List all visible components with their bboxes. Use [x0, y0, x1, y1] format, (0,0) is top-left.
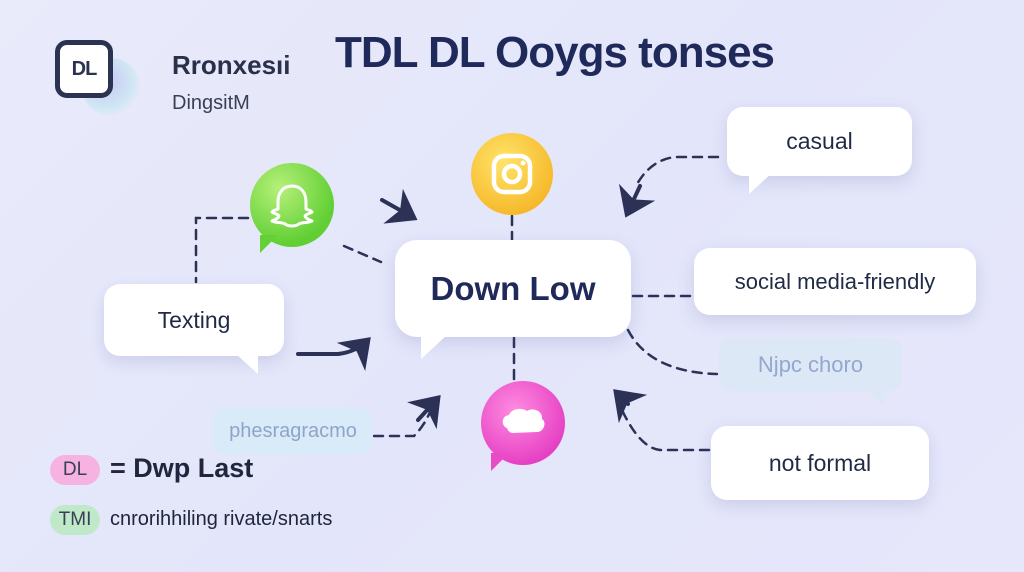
line-casual: [634, 155, 720, 188]
line-ghost-right: [626, 328, 719, 376]
arrow-texting-to-center: [296, 337, 371, 372]
social-label: social media-friendly: [734, 268, 936, 294]
line-green-to-center: [342, 244, 383, 264]
texting-label: Texting: [157, 306, 231, 333]
ghost-icon: [270, 184, 314, 228]
faded-bubble-right: Njpc choro: [719, 338, 902, 407]
texting-bubble: Texting: [104, 284, 284, 374]
center-label: Down Low: [430, 269, 596, 307]
arrow-ghost-left-up: [407, 395, 441, 430]
chat-bubble-icon: [481, 381, 565, 471]
legend-text-tmi: cnrorihhiling rivate/snarts: [110, 508, 333, 530]
cloud-bubble-icon: [502, 408, 545, 433]
faded-bubble-left: phesragracmo: [213, 408, 373, 454]
casual-bubble: casual: [727, 107, 912, 194]
legend-badge-text: DL: [62, 459, 88, 480]
social-media-bubble: social media-friendly: [694, 248, 976, 315]
legend-badge-tmi: TMI: [50, 505, 100, 535]
center-concept-bubble: Down Low: [395, 240, 631, 359]
faded-left-label: phesragracmo: [229, 419, 357, 442]
not-formal-bubble: not formal: [711, 426, 929, 500]
not-formal-label: not formal: [768, 449, 872, 476]
logo-text: DL: [71, 57, 98, 80]
arrow-to-casual-line: [618, 183, 656, 218]
brand-subtitle: DingsitM: [172, 92, 250, 114]
ghost-chat-icon: [250, 163, 334, 253]
line-formal: [620, 408, 711, 452]
legend-badge-text: TMI: [58, 509, 92, 530]
casual-label: casual: [786, 128, 853, 154]
camera-app-icon: [471, 133, 553, 215]
legend-badge-dl: DL: [50, 455, 100, 485]
brand-name: Rronxesıi: [172, 50, 291, 80]
logo: DL: [55, 40, 113, 98]
faded-right-label: Njpc choro: [757, 351, 864, 377]
camera-icon: [491, 153, 533, 195]
page-title: TDL DL Ooygs tonses: [335, 28, 775, 77]
arrow-to-center-top: [380, 188, 418, 224]
arrow-formal-up: [613, 389, 648, 424]
legend-text-dl: = Dwp Last: [110, 453, 254, 483]
line-to-green-app: [194, 216, 250, 284]
